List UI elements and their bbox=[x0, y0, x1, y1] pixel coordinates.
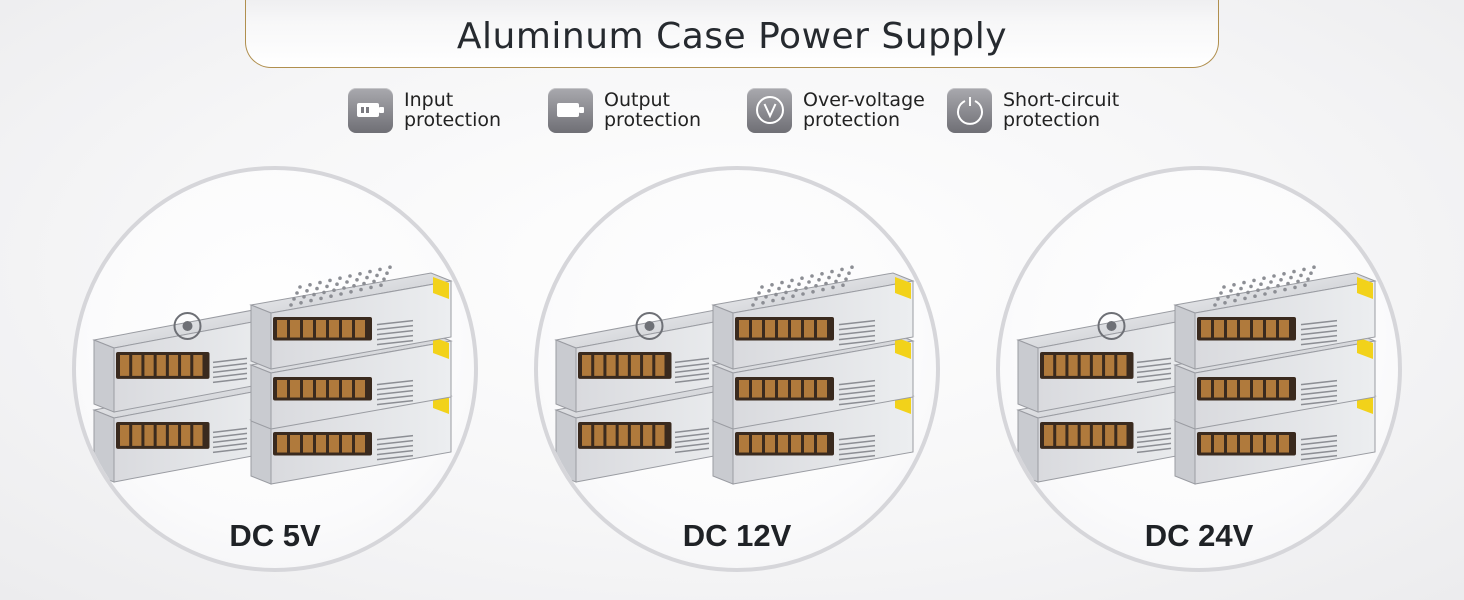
feature-label-line2: protection bbox=[604, 109, 702, 131]
feature-label-line1: Input bbox=[404, 89, 454, 111]
over-voltage-icon bbox=[747, 87, 792, 133]
product-circle-12v: DC 12V bbox=[534, 166, 940, 572]
feature-label-line1: Over-voltage bbox=[803, 89, 925, 111]
feature-output-protection: Output protection bbox=[548, 86, 701, 134]
feature-over-voltage-protection: Over-voltage protection bbox=[747, 86, 925, 134]
feature-label-line2: protection bbox=[803, 109, 901, 131]
product-circle-24v: DC 24V bbox=[996, 166, 1402, 572]
product-label: DC 24V bbox=[1144, 518, 1254, 553]
product-circle-5v: DC 5V bbox=[72, 166, 478, 572]
short-circuit-icon bbox=[947, 87, 992, 133]
page-title: Aluminum Case Power Supply bbox=[456, 16, 1008, 57]
input-protection-icon bbox=[348, 87, 393, 133]
power-supply-stack-image bbox=[554, 265, 915, 485]
feature-label-line2: protection bbox=[404, 109, 502, 131]
output-protection-icon bbox=[548, 87, 593, 133]
product-label: DC 12V bbox=[682, 518, 792, 553]
feature-label-line1: Output bbox=[604, 89, 670, 111]
title-banner: Aluminum Case Power Supply bbox=[245, 0, 1219, 68]
product-label: DC 5V bbox=[229, 518, 321, 553]
feature-label-line2: protection bbox=[1003, 109, 1101, 131]
power-supply-stack-image bbox=[1016, 265, 1377, 485]
power-supply-stack-image bbox=[92, 265, 453, 485]
feature-input-protection: Input protection bbox=[348, 86, 501, 134]
feature-label-line1: Short-circuit bbox=[1003, 89, 1120, 111]
feature-short-circuit-protection: Short-circuit protection bbox=[947, 86, 1119, 134]
